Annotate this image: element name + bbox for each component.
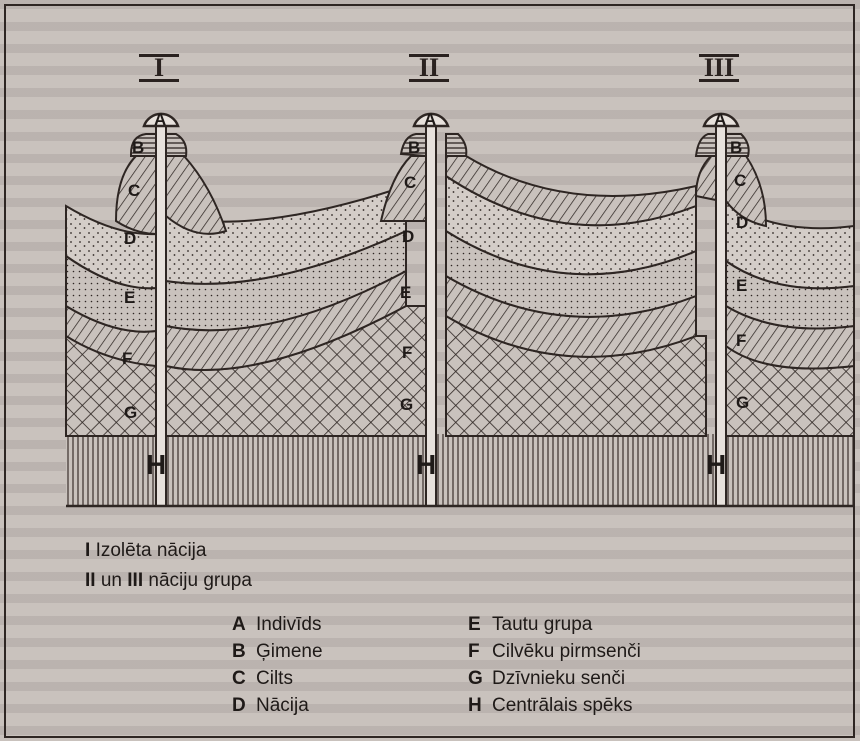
legend-text-isolated: Izolēta nācija [96, 540, 207, 561]
key-label: Dzīvnieku senči [492, 668, 625, 689]
letter-g-iii: G [736, 393, 749, 412]
letter-c-iii: C [734, 171, 746, 190]
key-label: Cilvēku pirmsenči [492, 641, 641, 662]
letter-h-i: H [146, 449, 166, 480]
key-letter: E [468, 614, 492, 636]
column-label-ii: II [409, 54, 449, 82]
letter-d-i: D [124, 229, 136, 248]
letter-a-ii: A [424, 110, 436, 129]
layer-diagram: A B C D E F G H A B C D E F G H A B C D … [6, 6, 853, 736]
letter-f-i: F [122, 349, 132, 368]
letter-h-ii: H [416, 449, 436, 480]
letter-g-i: G [124, 403, 137, 422]
key-label: Tautu grupa [492, 614, 592, 635]
letter-e-i: E [124, 288, 135, 307]
letter-f-iii: F [736, 331, 746, 350]
key-letter: C [232, 668, 256, 690]
letter-b-iii: B [730, 138, 742, 157]
legend-marker-i: I [85, 540, 90, 561]
key-label: Centrālais spēks [492, 695, 632, 716]
key-label: Nācija [256, 695, 309, 716]
letter-d-ii: D [402, 227, 414, 246]
letter-a-i: A [154, 110, 166, 129]
key-letter: H [468, 695, 492, 717]
letter-h-iii: H [706, 449, 726, 480]
legend-conj: un [101, 570, 122, 591]
legend-marker-iii: III [127, 570, 143, 591]
legend-text-group: nāciju grupa [148, 570, 252, 591]
ground-layer-h [66, 434, 853, 506]
column-label-i: I [139, 54, 179, 82]
letter-c-ii: C [404, 173, 416, 192]
figure-panel: A B C D E F G H A B C D E F G H A B C D … [4, 4, 855, 738]
legend-line-1: I Izolēta nācija [85, 540, 206, 562]
key-letter: A [232, 614, 256, 636]
letter-f-ii: F [402, 343, 412, 362]
letter-c-i: C [128, 181, 140, 200]
letter-b-ii: B [408, 138, 420, 157]
column-label-iii: III [699, 54, 739, 82]
key-label: Cilts [256, 668, 293, 689]
key-letter: D [232, 695, 256, 717]
letter-e-ii: E [400, 283, 411, 302]
letter-b-i: B [132, 138, 144, 157]
legend-line-2: II un III nāciju grupa [85, 570, 252, 592]
key-label: Indivīds [256, 614, 321, 635]
key-letter: F [468, 641, 492, 663]
key-letter: G [468, 668, 492, 690]
letter-d-iii: D [736, 213, 748, 232]
key-letter: B [232, 641, 256, 663]
key-label: Ģimene [256, 641, 323, 662]
layer-b-region [131, 134, 749, 156]
letter-a-iii: A [714, 110, 726, 129]
letter-g-ii: G [400, 395, 413, 414]
legend-marker-ii: II [85, 570, 96, 591]
letter-e-iii: E [736, 276, 747, 295]
